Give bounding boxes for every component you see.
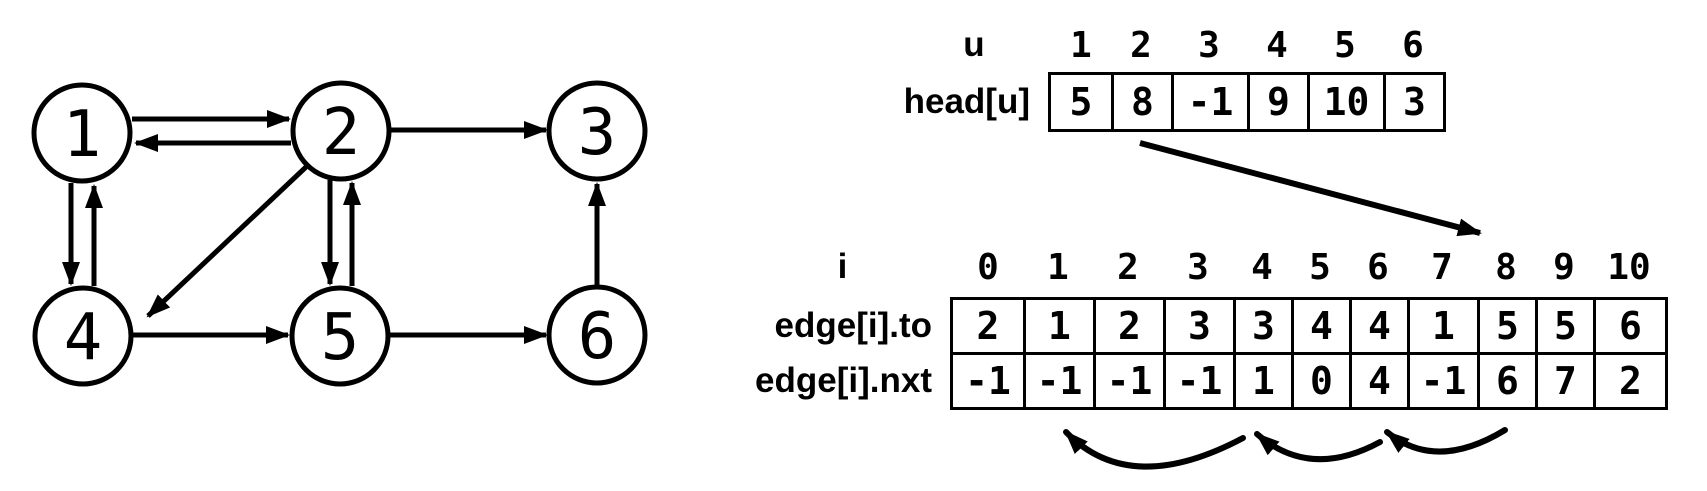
head-to-edge-arrow bbox=[1139, 140, 1482, 237]
edge-index-8: 8 bbox=[1495, 246, 1517, 288]
edge-index-7: 7 bbox=[1431, 246, 1453, 288]
head-value-3: 9 bbox=[1247, 75, 1307, 129]
directed-graph: 1 2 3 4 5 6 bbox=[31, 80, 648, 387]
head-value-5: 3 bbox=[1383, 75, 1443, 129]
edge-index-9: 9 bbox=[1553, 246, 1575, 288]
nxt-arrow-6-to-4 bbox=[1254, 431, 1383, 463]
edge-nxt-value-0: -1 bbox=[965, 359, 1011, 403]
edge-to-value-10: 6 bbox=[1593, 300, 1665, 352]
head-value-2: -1 bbox=[1171, 75, 1247, 129]
edge-to-value-7: 1 bbox=[1407, 300, 1477, 352]
head-index-0: 1 bbox=[1070, 24, 1092, 66]
head-index-2: 3 bbox=[1198, 24, 1220, 66]
graph-node-6 bbox=[546, 284, 648, 386]
edge-nxt-row-label: edge[i].nxt bbox=[755, 361, 932, 400]
graph-node-2 bbox=[290, 80, 392, 182]
edge-index-3: 3 bbox=[1187, 246, 1209, 288]
edge-to-value-9: 5 bbox=[1535, 300, 1593, 352]
edge-nxt-value-1: -1 bbox=[1023, 355, 1093, 407]
nxt-arrow-4-to-1 bbox=[1063, 429, 1246, 470]
edge-nxt-value-4: 1 bbox=[1233, 355, 1291, 407]
head-value-0: 5 bbox=[1069, 80, 1093, 124]
edge-index-6: 6 bbox=[1367, 246, 1389, 288]
edge-to-value-0: 2 bbox=[976, 304, 1000, 348]
edge-nxt-value-9: 7 bbox=[1535, 355, 1593, 407]
graph-node-4 bbox=[32, 285, 134, 387]
graph-node-label-3: 3 bbox=[578, 96, 617, 170]
edge-nxt-value-10: 2 bbox=[1593, 355, 1665, 407]
graph-node-label-4: 4 bbox=[64, 301, 103, 375]
edge-to-row-label: edge[i].to bbox=[774, 306, 932, 345]
edge-nxt-value-6: 4 bbox=[1349, 355, 1407, 407]
head-index-4: 5 bbox=[1334, 24, 1356, 66]
edge-nxt-value-7: -1 bbox=[1407, 355, 1477, 407]
edge-nxt-value-5: 0 bbox=[1291, 355, 1349, 407]
graph-node-label-6: 6 bbox=[578, 300, 617, 374]
edge-to-value-1: 1 bbox=[1023, 300, 1093, 352]
edge-to-value-5: 4 bbox=[1291, 300, 1349, 352]
graph-node-label-5: 5 bbox=[321, 301, 360, 375]
edge-to-value-3: 3 bbox=[1163, 300, 1233, 352]
graph-node-label-1: 1 bbox=[63, 98, 102, 172]
head-value-4: 10 bbox=[1307, 75, 1383, 129]
graph-node-1 bbox=[31, 82, 133, 184]
edge-index-0: 0 bbox=[977, 246, 999, 288]
graph-node-label-2: 2 bbox=[322, 96, 361, 170]
head-index-axis-label: u bbox=[963, 25, 985, 64]
edge-index-4: 4 bbox=[1251, 246, 1273, 288]
edge-to-value-4: 3 bbox=[1233, 300, 1291, 352]
edge-index-2: 2 bbox=[1117, 246, 1139, 288]
edge-nxt-value-8: 6 bbox=[1477, 355, 1535, 407]
edge-index-10: 10 bbox=[1607, 246, 1651, 288]
edge-to-value-6: 4 bbox=[1349, 300, 1407, 352]
graph-node-3 bbox=[546, 80, 648, 182]
edge-nxt-value-2: -1 bbox=[1093, 355, 1163, 407]
edge-to-value-2: 2 bbox=[1093, 300, 1163, 352]
edge-index-axis-label: i bbox=[837, 247, 848, 286]
graph-node-5 bbox=[289, 285, 391, 387]
head-value-1: 8 bbox=[1111, 75, 1171, 129]
graph-edge-2-4 bbox=[146, 165, 308, 318]
head-index-3: 4 bbox=[1266, 24, 1288, 66]
nxt-arrow-8-to-6 bbox=[1384, 427, 1508, 455]
edge-to-value-8: 5 bbox=[1477, 300, 1535, 352]
head-index-1: 2 bbox=[1130, 24, 1152, 66]
edge-index-1: 1 bbox=[1047, 246, 1069, 288]
edge-index-5: 5 bbox=[1309, 246, 1331, 288]
head-index-5: 6 bbox=[1402, 24, 1424, 66]
edge-nxt-value-3: -1 bbox=[1163, 355, 1233, 407]
head-row-label: head[u] bbox=[903, 82, 1030, 121]
